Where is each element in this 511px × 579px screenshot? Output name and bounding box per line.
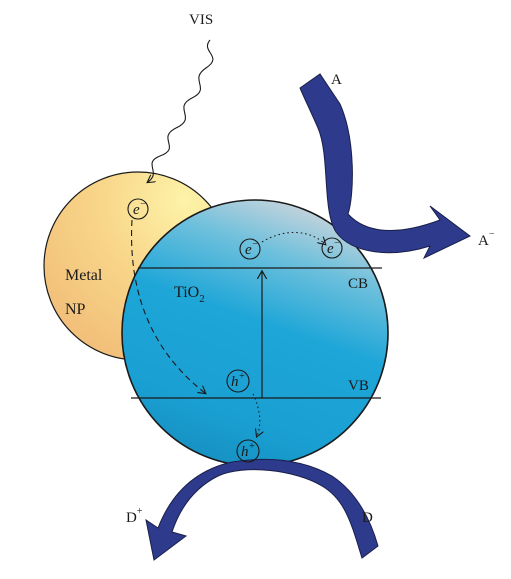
tio2-label: TiO2 [174,284,205,305]
cb-electron-dotted-arrow [261,231,325,244]
metal-np-label-line2: NP [65,301,86,318]
electron-cb-right-label: e− [327,238,340,257]
electron-transfer-dashed-arrow [130,219,205,393]
electron-cb-left-circle [239,238,261,260]
donor-oxidized-label: D+ [126,506,143,526]
vb-label: VB [348,378,369,394]
acceptor-label: A [331,72,342,88]
vis-label: VIS [189,12,213,28]
electron-metal-label: e− [133,199,146,218]
hole-surface-circle [236,439,260,463]
electron-metal-circle [127,198,149,220]
hole-vb-label: h+ [231,371,245,390]
electron-cb-right-circle [321,237,343,259]
acceptor-arrow [299,73,471,260]
cb-label: CB [348,276,368,292]
vis-photon-arrow [148,39,214,182]
hole-surface-label: h+ [241,441,255,460]
hole-dotted-arrow [252,393,260,436]
electron-cb-left-label: e− [245,239,258,258]
donor-arrow [145,458,379,561]
hole-vb-circle [226,369,250,393]
metal-np-label-line1: Metal [65,267,103,284]
donor-label: D [362,510,373,526]
acceptor-reduced-label: A− [478,229,495,249]
